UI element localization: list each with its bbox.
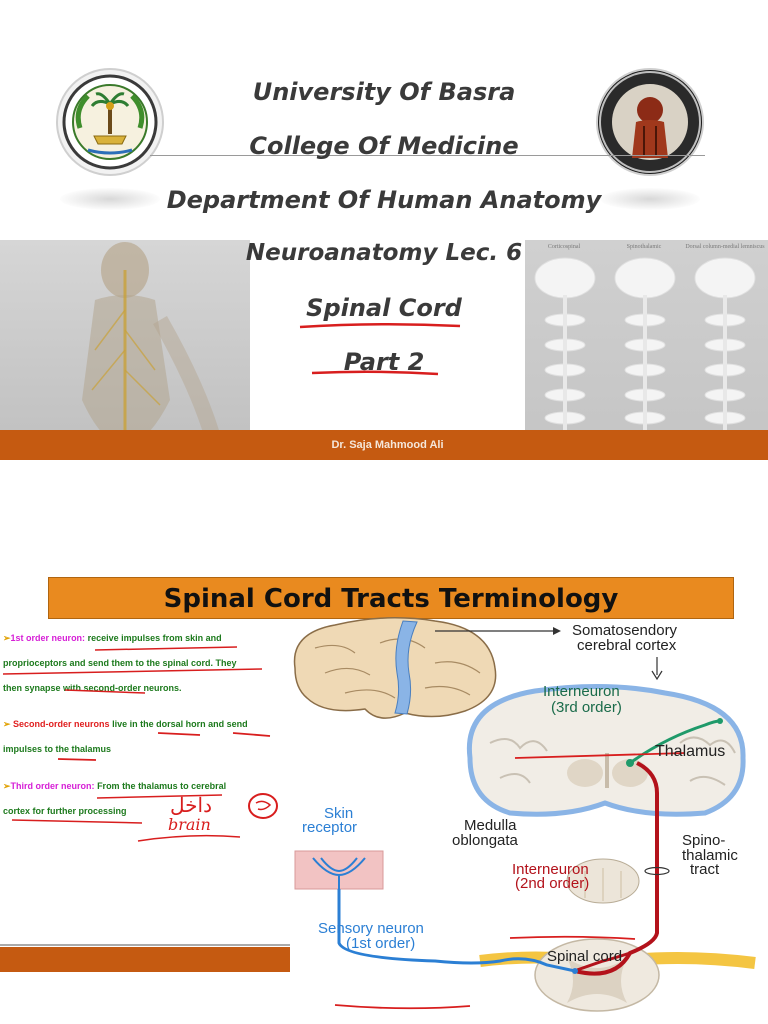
label-thalamus: Thalamus: [655, 743, 726, 760]
author-name: Dr. Saja Mahmood Ali: [331, 439, 444, 451]
anatomy-figure-image: [0, 240, 250, 460]
label-spinal-cord: Spinal cord: [547, 948, 623, 965]
handwritten-brain: brain: [168, 815, 211, 834]
sensory-neuron-path: [337, 889, 576, 973]
department-name: Department Of Human Anatomy: [166, 186, 602, 214]
university-logo: [58, 70, 162, 174]
lecture-title: Neuroanatomy Lec. 6: [245, 240, 523, 266]
note-text: proprioceptors and send them to the spin…: [3, 658, 237, 668]
logo-shadow: [60, 188, 160, 210]
model-label: Spinothalamic: [626, 244, 662, 250]
handwritten-underlines: [299, 322, 461, 376]
label-receptor: receptor: [302, 819, 358, 836]
note-text: receive impulses from skin and: [87, 633, 222, 643]
note-annotations: [0, 646, 290, 972]
label-interneuron-3rd: Interneuron: [543, 683, 620, 700]
footer-bar: [0, 430, 768, 460]
model-label: Dorsal column-medial lemniscus: [685, 244, 765, 250]
spinal-tract-models-image: Corticospinal Spinothalamic Dorsal colum…: [525, 240, 768, 460]
note-text: live in the dorsal horn and send: [112, 719, 248, 729]
label-medulla: Medulla: [464, 817, 517, 834]
note-third-order: ➢Third order neuron: From the thalamus t…: [3, 781, 227, 791]
label-2nd-order: (2nd order): [515, 875, 590, 892]
model-label: Corticospinal: [547, 244, 581, 250]
note-text: impulses to the thalamus: [3, 744, 112, 754]
label-skin: Skin: [324, 805, 354, 822]
note-text: From the thalamus to cerebral: [97, 781, 227, 791]
note-second-order: ➢ Second-order neurons live in the dorsa…: [3, 719, 248, 729]
university-name: University Of Basra: [252, 78, 516, 106]
skin-receptor-illustration: [294, 850, 384, 890]
label-thalamic: thalamic: [682, 847, 738, 864]
label-oblongata: oblongata: [452, 832, 518, 849]
brain-illustration: [293, 617, 497, 719]
term-first-order: 1st order neuron:: [10, 633, 86, 643]
brain-coronal-section: [466, 683, 746, 817]
terminology-slide: Spinal Cord Tracts Terminology ➢1st orde…: [0, 563, 768, 1024]
topic-title: Spinal Cord: [306, 294, 462, 322]
spinothalamic-tract-path: [574, 761, 659, 976]
label-sensory-neuron: Sensory neuron: [318, 920, 424, 937]
term-second-order: Second-order neurons: [13, 719, 110, 729]
label-3rd-order: (3rd order): [551, 699, 622, 716]
logo-shadow: [600, 188, 700, 210]
term-third-order: Third order neuron:: [10, 781, 95, 791]
note-text: cortex for further processing: [3, 806, 127, 816]
title-slide: Corticospinal Spinothalamic Dorsal colum…: [0, 40, 768, 460]
note-first-order: ➢1st order neuron: receive impulses from…: [3, 633, 222, 643]
college-logo: [598, 70, 702, 174]
label-interneuron-2nd: Interneuron: [512, 861, 589, 878]
third-order-path: [629, 719, 721, 765]
label-somatosensory: Somatosendory: [572, 622, 678, 639]
slide-title: Spinal Cord Tracts Terminology: [48, 577, 734, 619]
label-cerebral-cortex: cerebral cortex: [577, 637, 677, 654]
spinothalamic-pathway-diagram: [293, 617, 756, 1012]
college-name: College Of Medicine: [249, 132, 519, 160]
handwritten-arabic: داخل: [170, 793, 212, 817]
title-divider: [150, 155, 705, 156]
palm-emblem-icon: [62, 74, 158, 170]
label-1st-order: (1st order): [346, 935, 416, 952]
label-spino: Spino-: [682, 832, 726, 849]
label-tract: tract: [690, 861, 720, 878]
anatomy-figure-emblem-icon: [599, 71, 701, 173]
note-text: then synapse with second-order neurons.: [3, 683, 182, 693]
